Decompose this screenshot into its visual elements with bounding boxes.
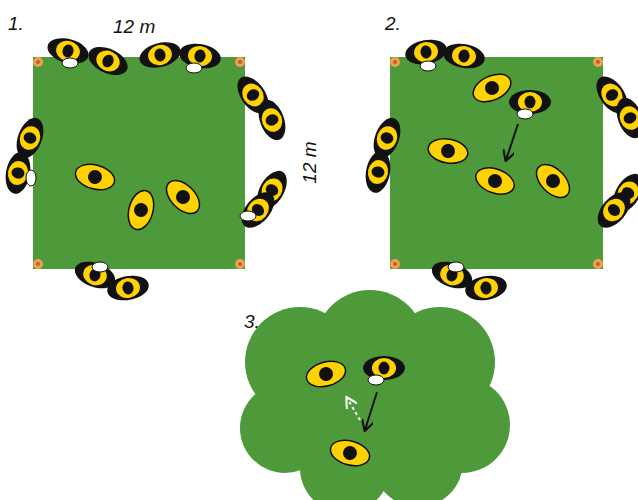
panel-two	[363, 37, 638, 304]
dimension-label: 12 m	[113, 17, 155, 36]
panel-one	[3, 34, 293, 303]
dimension-label: 12 m	[300, 141, 319, 183]
panel-number: 2.	[385, 14, 401, 33]
panel-three	[240, 290, 510, 500]
panel-number: 1.	[8, 14, 24, 33]
panel-number: 3.	[244, 312, 260, 331]
